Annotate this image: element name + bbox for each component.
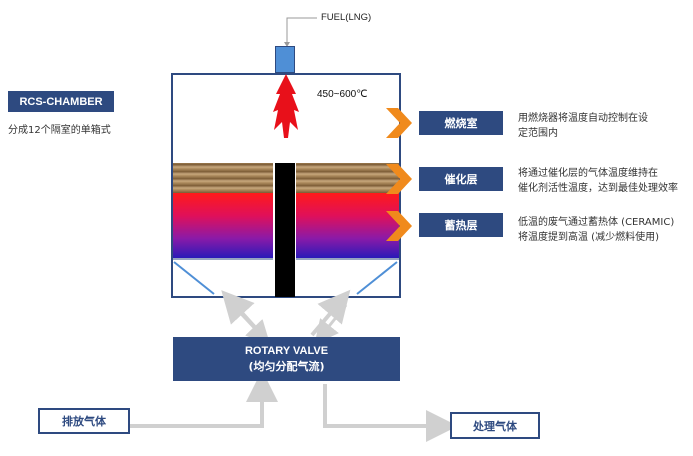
- heat-storage-layer-left: [173, 193, 273, 258]
- zone-catalyst-label: 催化层: [419, 167, 503, 191]
- chamber-title-badge: RCS-CHAMBER: [8, 91, 114, 112]
- fuel-pipe-line: [284, 17, 317, 47]
- fuel-label: FUEL(LNG): [321, 12, 372, 23]
- flame-icon: [273, 74, 299, 138]
- zone-combustion-desc: 用燃烧器将温度自动控制在设 定范围内: [518, 113, 648, 139]
- chamber-divider: [275, 163, 295, 297]
- catalyst-layer-left: [173, 163, 273, 193]
- zone-catalyst-desc: 将通过催化层的气体温度维持在 催化剂活性温度，达到最佳处理效率: [518, 168, 678, 194]
- temperature-label: 450~600℃: [317, 89, 368, 100]
- inlet-gas-label: 排放气体: [38, 408, 130, 434]
- outlet-gas-label: 处理气体: [450, 412, 540, 439]
- catalyst-layer-right: [296, 163, 399, 193]
- heat-storage-layer-right: [296, 193, 399, 258]
- rotary-valve: ROTARY VALVE (均匀分配气流): [173, 337, 400, 381]
- zone-heat-storage-label: 蓄热层: [419, 213, 503, 237]
- burner-nozzle: [275, 46, 295, 73]
- chevron-right-icon: [386, 164, 412, 194]
- chamber-subtitle: 分成12个隔室的单箱式: [8, 125, 111, 136]
- chevron-right-icon: [386, 108, 412, 138]
- chevron-right-icon: [386, 211, 412, 241]
- zone-combustion-label: 燃烧室: [419, 111, 503, 135]
- zone-heat-storage-desc: 低温的废气通过蓄热体 (CERAMIC) 将温度提到高温 (减少燃料使用): [518, 217, 675, 243]
